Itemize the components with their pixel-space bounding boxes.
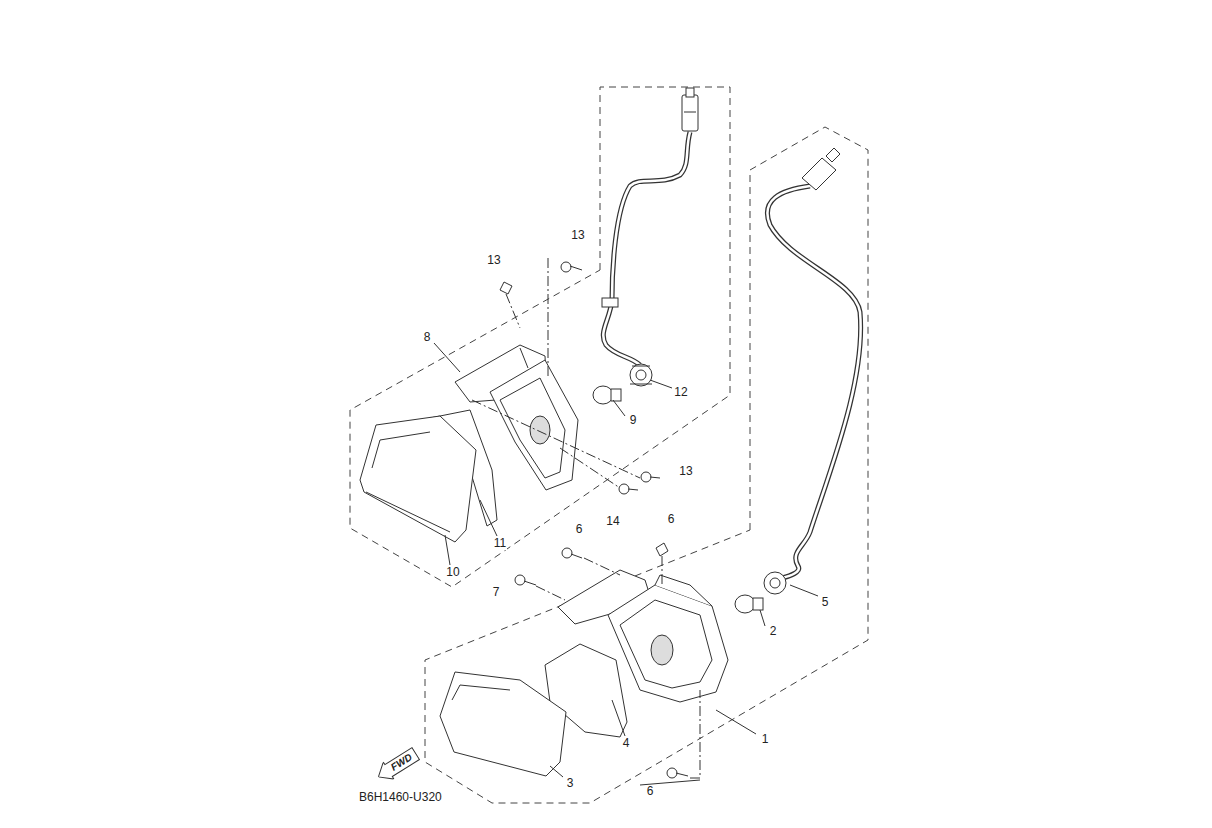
callout-number: 9: [629, 414, 638, 427]
callout-number: 6: [667, 513, 676, 526]
bulb: [735, 595, 763, 613]
callout-number: 3: [566, 777, 575, 790]
wire-harness: [602, 88, 698, 365]
flasher-housing: [558, 570, 728, 702]
callout-number: 8: [423, 331, 432, 344]
arrow-label: FWD: [388, 750, 416, 773]
screw: [500, 262, 688, 778]
callout-number: 2: [769, 625, 778, 638]
wire-harness: [767, 148, 860, 578]
callout-number: 7: [492, 586, 501, 599]
callout-number: 10: [445, 566, 460, 579]
lens: [360, 416, 476, 542]
callout-number: 13: [486, 254, 501, 267]
callout-number: 13: [678, 465, 693, 478]
callout-number: 5: [821, 596, 830, 609]
bulb: [593, 386, 621, 404]
callout-number: 4: [622, 737, 631, 750]
callout-number: 12: [673, 386, 688, 399]
callout-number: 13: [570, 229, 585, 242]
callout-number: 11: [493, 537, 507, 550]
callout-number: 6: [646, 785, 655, 798]
leader-line: [434, 343, 818, 785]
socket: [630, 364, 652, 386]
callout-number: 1: [761, 733, 770, 746]
assembly-line: [472, 258, 700, 778]
drawing-code: B6H1460-U320: [358, 791, 443, 804]
direction-arrow: FWD: [373, 745, 422, 786]
callout-number: 14: [605, 515, 620, 528]
lens: [440, 672, 566, 776]
group-outline: [350, 87, 868, 803]
socket: [764, 572, 786, 594]
callout-number: 6: [575, 523, 584, 536]
